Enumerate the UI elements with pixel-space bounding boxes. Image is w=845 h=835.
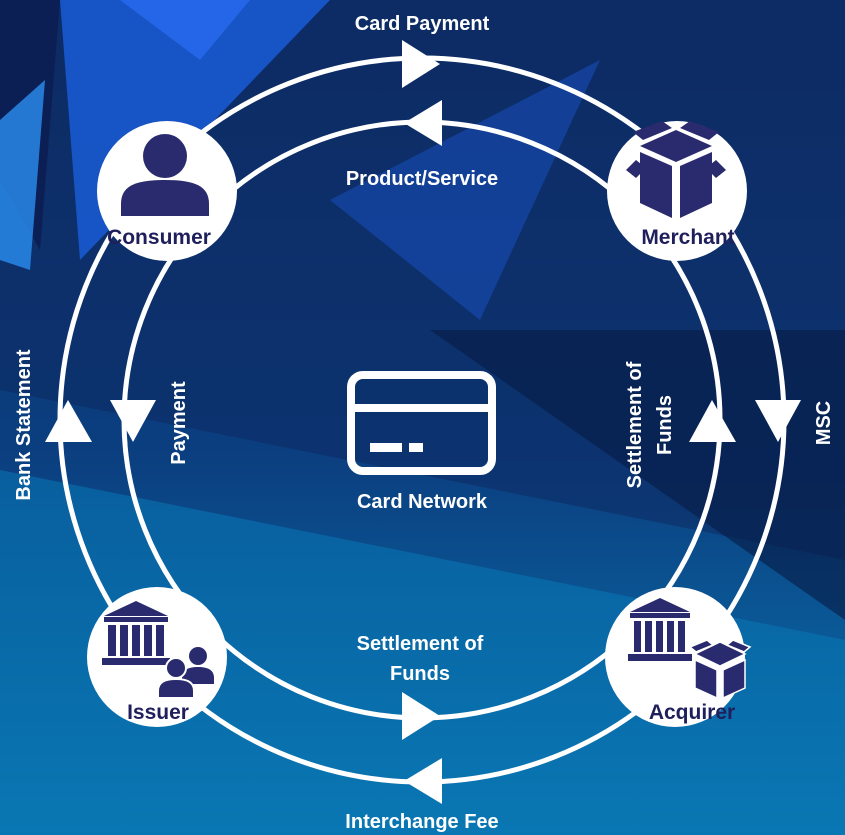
arrow-bank-statement	[45, 400, 92, 442]
label-settlement-right-1: Settlement of	[624, 361, 646, 488]
bg-facet-3	[0, 80, 45, 270]
node-acquirer: Acquirer	[605, 587, 752, 727]
label-settlement-right-2: Funds	[654, 395, 676, 455]
label-product-service: Product/Service	[346, 168, 498, 190]
person-icon	[121, 134, 209, 216]
issuer-label: Issuer	[127, 701, 189, 724]
arrow-settlement-bottom	[402, 692, 440, 740]
acquirer-label: Acquirer	[649, 701, 735, 724]
label-settlement-bottom-2: Funds	[390, 663, 450, 685]
card-network: Card Network	[347, 371, 496, 513]
bank-icon	[628, 598, 692, 661]
label-interchange-fee: Interchange Fee	[345, 811, 498, 833]
arrow-payment	[110, 400, 156, 442]
label-msc: MSC	[813, 401, 835, 445]
bg-facet-5	[330, 60, 600, 320]
arrow-msc	[755, 400, 801, 442]
arrow-product-service	[404, 100, 442, 146]
arrow-interchange-fee	[404, 758, 442, 804]
node-consumer: Consumer	[97, 121, 237, 261]
box-icon	[688, 639, 752, 700]
card-network-label: Card Network	[357, 491, 488, 513]
label-payment: Payment	[168, 381, 190, 465]
box-icon	[626, 121, 726, 218]
label-card-payment: Card Payment	[355, 13, 490, 35]
node-merchant: Merchant	[607, 121, 747, 261]
bg-band-light	[0, 470, 845, 835]
card-icon	[347, 371, 496, 475]
consumer-label: Consumer	[107, 226, 211, 249]
merchant-label: Merchant	[641, 226, 734, 249]
arrow-card-payment	[402, 40, 440, 88]
label-bank-statement: Bank Statement	[13, 349, 35, 500]
node-issuer: Issuer	[87, 587, 227, 727]
arrow-settlement-right	[689, 400, 736, 442]
bank-icon	[102, 601, 170, 665]
bg-band-deep	[430, 330, 845, 620]
users-icon	[157, 647, 214, 699]
label-settlement-bottom-1: Settlement of	[357, 633, 484, 655]
bg-facet-4	[120, 0, 250, 60]
